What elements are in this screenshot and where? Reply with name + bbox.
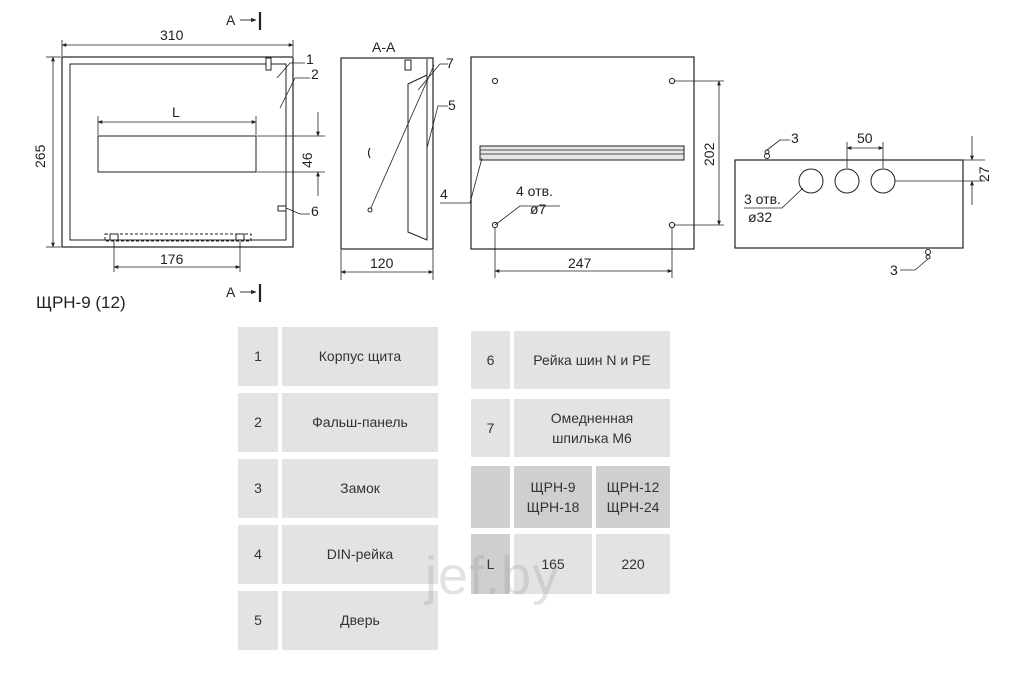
row-7-num: 7 <box>471 399 510 457</box>
model-header-2: ЩРН-12 ЩРН-24 <box>596 466 670 528</box>
callout-5: 5 <box>448 97 456 113</box>
callout-7: 7 <box>446 55 454 71</box>
dim-L-label: L <box>172 104 180 120</box>
model-header-1: ЩРН-9 ЩРН-18 <box>514 466 592 528</box>
front-view <box>46 12 325 302</box>
knockouts-label: 3 отв. <box>744 191 781 207</box>
dim-width-label: 310 <box>160 27 184 43</box>
model-header-blank <box>471 466 510 528</box>
row-6-num: 6 <box>471 331 510 389</box>
bottom-view-labels: 3 3 50 27 3 отв. ø32 <box>744 130 992 278</box>
row-4-name: DIN-рейка <box>282 525 438 584</box>
row-1-name: Корпус щита <box>282 327 438 386</box>
holes-label: 4 отв. <box>516 183 553 199</box>
dim-202-label: 202 <box>701 142 717 166</box>
model-1-line1: ЩРН-9 <box>530 478 576 495</box>
callout-3-top: 3 <box>791 130 799 146</box>
dim-depth-label: 120 <box>370 255 394 271</box>
technical-drawing: 310 265 L 46 176 А А 1 2 6 ЩРН-9 (12) А-… <box>32 12 992 312</box>
row-5-name: Дверь <box>282 591 438 650</box>
section-marker-top: А <box>226 12 236 28</box>
L-value-1: 165 <box>514 534 592 594</box>
row-2-name: Фальш-панель <box>282 393 438 452</box>
callout-2: 2 <box>311 66 319 82</box>
back-view <box>440 56 724 278</box>
row-7-name: Омедненная шпилька М6 <box>514 399 670 457</box>
L-value-2: 220 <box>596 534 670 594</box>
dim-27-label: 27 <box>976 166 992 182</box>
dim-176-label: 176 <box>160 251 184 267</box>
bottom-view <box>734 136 985 271</box>
model-1-line2: ЩРН-18 <box>526 499 580 515</box>
model-2-line2: ЩРН-24 <box>606 499 660 515</box>
callout-3-bottom: 3 <box>890 262 898 278</box>
dim-height-label: 265 <box>32 144 48 168</box>
callout-6: 6 <box>311 203 319 219</box>
section-view <box>340 57 448 280</box>
back-view-labels: 4 4 отв. ø7 202 247 <box>440 142 717 271</box>
section-view-labels: А-А 7 5 120 <box>370 39 456 271</box>
row-3-name: Замок <box>282 459 438 518</box>
model-label: ЩРН-9 (12) <box>36 293 126 312</box>
row-5-num: 5 <box>238 591 278 650</box>
row-1-num: 1 <box>238 327 278 386</box>
section-title: А-А <box>372 39 396 55</box>
row-4-num: 4 <box>238 525 278 584</box>
L-label-cell: L <box>471 534 510 594</box>
holes-diameter: ø7 <box>530 201 547 217</box>
callout-4: 4 <box>440 186 448 202</box>
row-6-name: Рейка шин N и PE <box>514 331 670 389</box>
knockouts-diameter: ø32 <box>748 209 772 225</box>
dim-247-label: 247 <box>568 255 592 271</box>
callout-1: 1 <box>306 51 314 67</box>
model-2-line1: ЩРН-12 <box>606 478 660 495</box>
front-view-labels: 310 265 L 46 176 А А 1 2 6 ЩРН-9 (12) <box>32 12 319 312</box>
row-3-num: 3 <box>238 459 278 518</box>
dim-50-label: 50 <box>857 130 873 146</box>
row-2-num: 2 <box>238 393 278 452</box>
dim-46-label: 46 <box>299 152 315 168</box>
section-marker-bottom: А <box>226 284 236 300</box>
